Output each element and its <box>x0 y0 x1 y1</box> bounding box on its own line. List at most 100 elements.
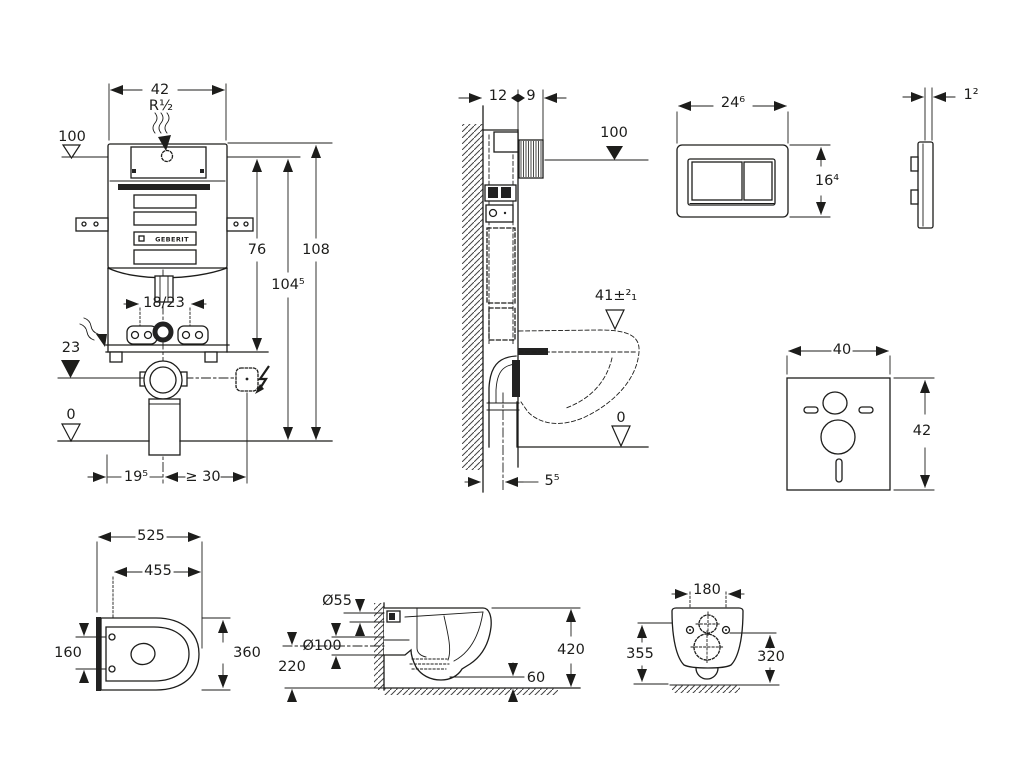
brand-logo-mark <box>138 235 145 242</box>
dim-clearance: 60 <box>527 670 545 686</box>
mat-outlet-cutout <box>820 419 856 455</box>
inspection-dial <box>488 208 498 218</box>
water-supply-connection <box>160 149 174 163</box>
dim-box-depth: 9 <box>526 88 535 104</box>
pan-seat-outline <box>105 626 190 682</box>
dim-supply-level: 100 <box>58 129 86 145</box>
pan-mounting-plate <box>518 348 548 355</box>
dim-hole-spacing-rear: 180 <box>693 582 721 598</box>
frame-front-view: GEBERIT <box>57 82 333 485</box>
dim-floor-level: 0 <box>66 407 75 423</box>
dim-fixing-length: 455 <box>144 563 172 579</box>
fixing-hole <box>721 625 731 635</box>
mat-slot <box>803 406 819 414</box>
pan-outer-outline <box>100 617 200 691</box>
wall-hatch <box>374 603 384 690</box>
fixing-hole <box>685 625 695 635</box>
mat-slot <box>858 406 874 414</box>
fixing-nut <box>181 330 191 340</box>
pan-bowl-dashed <box>565 357 613 409</box>
dim-outlet-height: 76 <box>248 242 266 258</box>
lightning-bolt-icon <box>257 365 270 391</box>
flush-bezel-bar <box>118 184 210 190</box>
frame-slat <box>133 211 197 226</box>
dim-supply-level-side: 100 <box>600 125 628 141</box>
tank-dashed-outline <box>486 227 516 304</box>
dim-pan-width: 360 <box>233 645 261 661</box>
flush-plate-side-view: 1² <box>902 87 979 229</box>
small-flush-button <box>743 161 773 201</box>
dim-bolt-spacing: 18/23 <box>143 295 185 311</box>
water-flow-squiggle <box>152 112 158 134</box>
dim-rim-height: 420 <box>557 642 585 658</box>
flush-bend-collar <box>152 321 174 343</box>
dim-diamond <box>511 93 525 103</box>
sound-squiggle <box>83 317 99 335</box>
dim-mat-height: 42 <box>913 423 931 439</box>
frame-slat <box>133 194 197 209</box>
dim-plate-height: 16⁴ <box>815 173 839 189</box>
dim-height-back: 355 <box>626 646 654 662</box>
opening-corner-mark <box>200 169 204 173</box>
bracket-hole <box>233 221 239 227</box>
wall-bracket-left <box>75 217 109 232</box>
dim-inlet-diameter: Ø55 <box>322 593 352 609</box>
pan-wall-edge <box>96 617 101 691</box>
frame-slat <box>133 249 197 265</box>
dim-outlet-offset: 19⁵ <box>124 469 148 485</box>
floor-hatch <box>384 688 558 695</box>
bracket-hole <box>93 221 99 227</box>
fixing-nut <box>130 330 140 340</box>
large-flush-button <box>691 161 743 201</box>
level-marker-open <box>605 309 625 331</box>
flush-plate-front-view: 24⁶ 16⁴ <box>676 95 839 218</box>
pan-side-view: Ø55 Ø100 220 60 420 <box>278 593 585 702</box>
pan-rear-outline <box>671 607 744 669</box>
level-marker-open <box>611 425 631 448</box>
fixing-hole-center <box>689 629 691 631</box>
plate-side-profile <box>917 141 934 229</box>
sound-squiggle <box>79 323 95 341</box>
sound-insulation-mat-view: 40 42 <box>786 342 935 491</box>
outlet-connector <box>512 360 520 397</box>
electrical-box-center <box>245 377 249 381</box>
mat-body <box>786 377 891 491</box>
rim-line <box>404 611 484 618</box>
bend-dashed-outline <box>488 307 516 341</box>
dim-frame-depth: 12 <box>489 88 507 104</box>
fixing-nut <box>143 330 153 340</box>
pan-silhouette-dashed <box>518 329 640 424</box>
dim-hole-spacing-top: 160 <box>54 645 82 661</box>
flush-opening <box>130 642 156 666</box>
sound-arrow <box>96 334 107 347</box>
fixing-hole <box>108 633 116 641</box>
level-marker-filled <box>606 146 623 160</box>
protection-box-stripes <box>520 141 542 177</box>
fixing-assembly-right <box>177 325 209 345</box>
mat-vertical-slot <box>835 458 843 483</box>
mat-inlet-cutout <box>822 391 848 415</box>
dim-plate-thickness: 1² <box>963 87 978 103</box>
fixing-nut <box>194 330 204 340</box>
dim-min-clearance: ≥ 30 <box>185 469 220 485</box>
opening-corner-mark <box>132 169 136 173</box>
drain-flange-inner <box>149 366 177 394</box>
frame-foot-left <box>109 351 123 363</box>
inlet-connector-dark <box>389 613 395 620</box>
level-marker-filled <box>61 360 80 378</box>
button-frame <box>687 158 776 206</box>
bracket-hole <box>243 221 249 227</box>
dim-supply-thread: R½ <box>149 98 173 114</box>
inner-bowl-curve <box>443 615 451 661</box>
pan-rear-view: 180 355 320 <box>626 582 785 693</box>
water-flow-squiggle <box>158 112 164 134</box>
dim-floor-level-side: 0 <box>616 410 625 426</box>
tank-access-opening <box>130 146 207 179</box>
frame-foot-right <box>204 351 218 363</box>
level-marker-open <box>61 423 81 443</box>
pan-top-view: 525 455 160 360 <box>54 528 261 691</box>
mounting-clip <box>910 156 919 172</box>
inner-bowl-curve <box>453 611 484 662</box>
dim-outlet-offset-side: 5⁵ <box>544 473 559 489</box>
